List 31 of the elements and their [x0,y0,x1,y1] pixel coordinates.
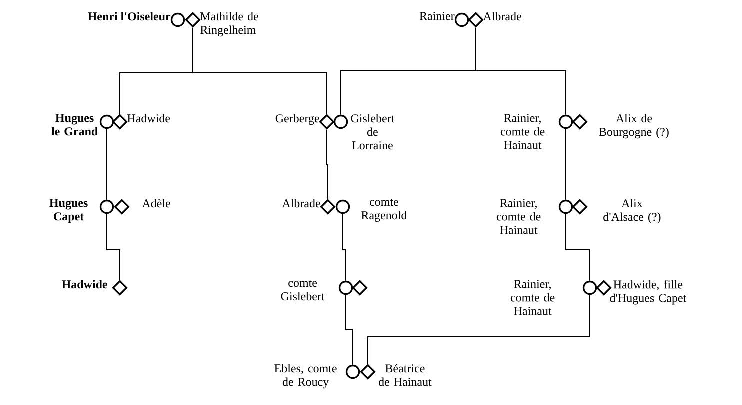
person-name: Hugues Capet [50,199,88,224]
person-name: Hugues le Grand [52,114,98,136]
descent-line [342,214,346,282]
person-name: Hadwide [62,280,108,289]
person-name: Adèle [142,199,170,208]
person-name: Henri l'Oiseleur [88,12,171,21]
person-name: Rainier, comte de Hainaut [496,199,541,234]
descent-line [566,214,590,282]
person-name: Albrade [282,199,320,208]
person-name: Albrade [483,12,522,21]
person-name: Alix de Bourgogne (?) [599,114,669,139]
person-name: Ebles, comte de Roucy [274,364,337,389]
descent-line [476,27,566,116]
descent-line [346,294,354,366]
descent-line [192,27,328,115]
person-name: comte Gislebert [281,280,325,301]
person-name: Gislebert de Lorraine [351,114,395,150]
descent-line [326,129,328,200]
person-name: Rainier [420,12,455,20]
person-name: Rainier, comte de Hainaut [510,280,555,316]
person-name: Alix d'Alsace (?) [604,199,661,224]
descent-line [106,214,120,281]
person-name: comte Ragenold [362,199,408,222]
person-name: Hadwide [128,114,170,123]
descent-line [368,294,590,365]
person-name: Hadwide, fille d'Hugues Capet [610,280,687,305]
person-name: Béatrice de Hainaut [378,364,432,386]
person-name: Mathilde de Ringelheim [200,12,258,37]
person-name: Gerberge [276,114,320,126]
descent-line [106,128,108,200]
person-name: Rainier, comte de Hainaut [500,114,545,150]
